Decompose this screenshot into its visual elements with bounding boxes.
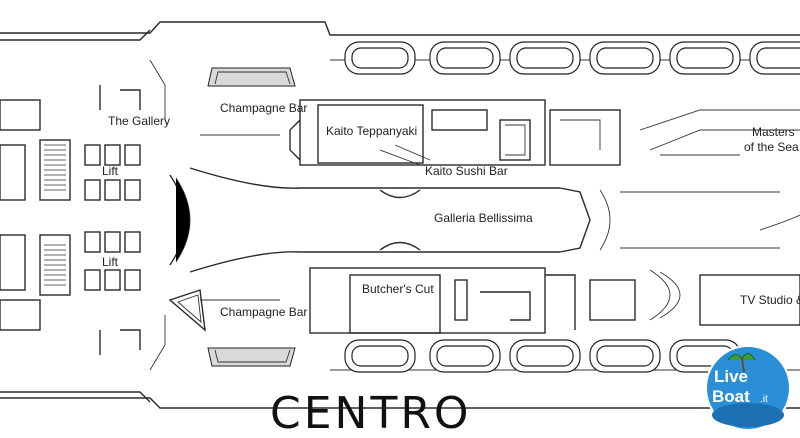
liveboat-logo: Live Boat .it bbox=[705, 345, 791, 431]
logo-word-live: Live bbox=[714, 367, 748, 386]
left-structures bbox=[0, 59, 206, 371]
kaito-block bbox=[289, 99, 800, 166]
lifeboats-bottom bbox=[344, 339, 741, 373]
lifeboats-top bbox=[344, 41, 800, 75]
champagne-bar-alcoves bbox=[200, 67, 296, 367]
label-the-gallery: The Gallery bbox=[108, 114, 170, 128]
staircase-bottom bbox=[44, 244, 66, 286]
label-masters-line2: of the Sea bbox=[744, 140, 799, 154]
label-champagne-bar-top: Champagne Bar bbox=[220, 101, 307, 115]
staircase-top bbox=[44, 144, 66, 191]
logo-suffix: .it bbox=[760, 394, 768, 405]
label-galleria-bellissima: Galleria Bellissima bbox=[434, 211, 533, 225]
room-labels: The Gallery Champagne Bar Kaito Teppanya… bbox=[102, 101, 800, 319]
label-kaito-teppanyaki: Kaito Teppanyaki bbox=[326, 124, 417, 138]
label-butchers-cut: Butcher's Cut bbox=[362, 282, 434, 296]
label-kaito-sushi-bar: Kaito Sushi Bar bbox=[425, 164, 508, 178]
label-lift-top: Lift bbox=[102, 164, 119, 178]
label-tv-studio: TV Studio & bbox=[740, 293, 800, 307]
label-lift-bottom: Lift bbox=[102, 255, 119, 269]
galleria-corridor bbox=[169, 167, 800, 273]
logo-word-boat: Boat bbox=[712, 387, 750, 406]
butchers-cut-block bbox=[309, 267, 800, 334]
label-champagne-bar-bottom: Champagne Bar bbox=[220, 305, 307, 319]
deck-title: CENTRO bbox=[270, 388, 472, 438]
label-masters-line1: Masters bbox=[752, 125, 795, 139]
